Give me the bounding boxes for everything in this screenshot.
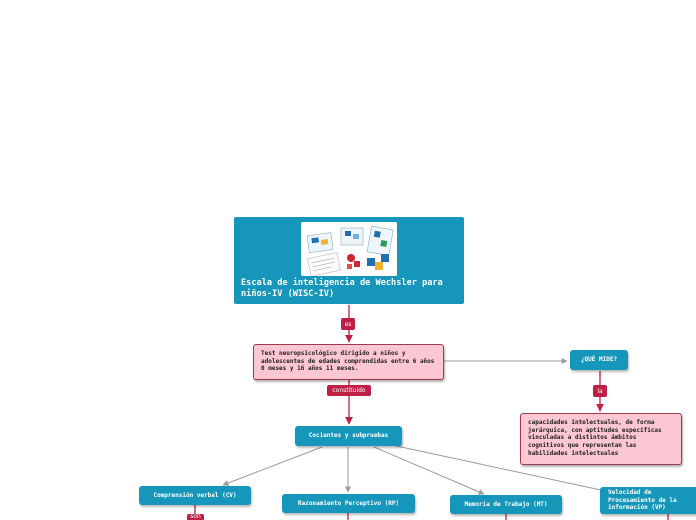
connector-la[interactable]: la <box>593 385 607 397</box>
index-comprension-verbal[interactable]: Comprensión verbal (CV) <box>139 486 251 505</box>
main-topic-image <box>301 222 397 276</box>
index-memoria-trabajo[interactable]: Memoria de Trabajo (MT) <box>450 495 562 514</box>
connector-constituido[interactable]: constituido <box>327 385 371 396</box>
main-topic-title: Escala de inteligencia de Wechsler para … <box>241 278 459 299</box>
cocientes-node[interactable]: Cocientes y subpruebas <box>295 426 402 446</box>
connector-son[interactable]: son <box>187 514 204 520</box>
index-velocidad-label: Velocidad de Procesamiento de la informa… <box>608 489 696 512</box>
capacidades-box[interactable]: capacidades intelectuales, de forma jerá… <box>520 413 682 465</box>
index-velocidad-procesamiento[interactable]: Velocidad de Procesamiento de la informa… <box>600 487 696 514</box>
main-topic-node[interactable]: Escala de inteligencia de Wechsler para … <box>234 217 464 304</box>
link-cocientes-to-cv <box>223 447 322 485</box>
definition-box[interactable]: Test neuropsicológico dirigido a niños y… <box>253 344 444 380</box>
index-razonamiento-perceptivo[interactable]: Razonamiento Perceptivo (RP) <box>282 494 415 513</box>
link-cocientes-to-mt <box>374 447 484 494</box>
que-mide-node[interactable]: ¿QUÉ MIDE? <box>570 350 628 370</box>
connector-es[interactable]: es <box>341 318 355 330</box>
